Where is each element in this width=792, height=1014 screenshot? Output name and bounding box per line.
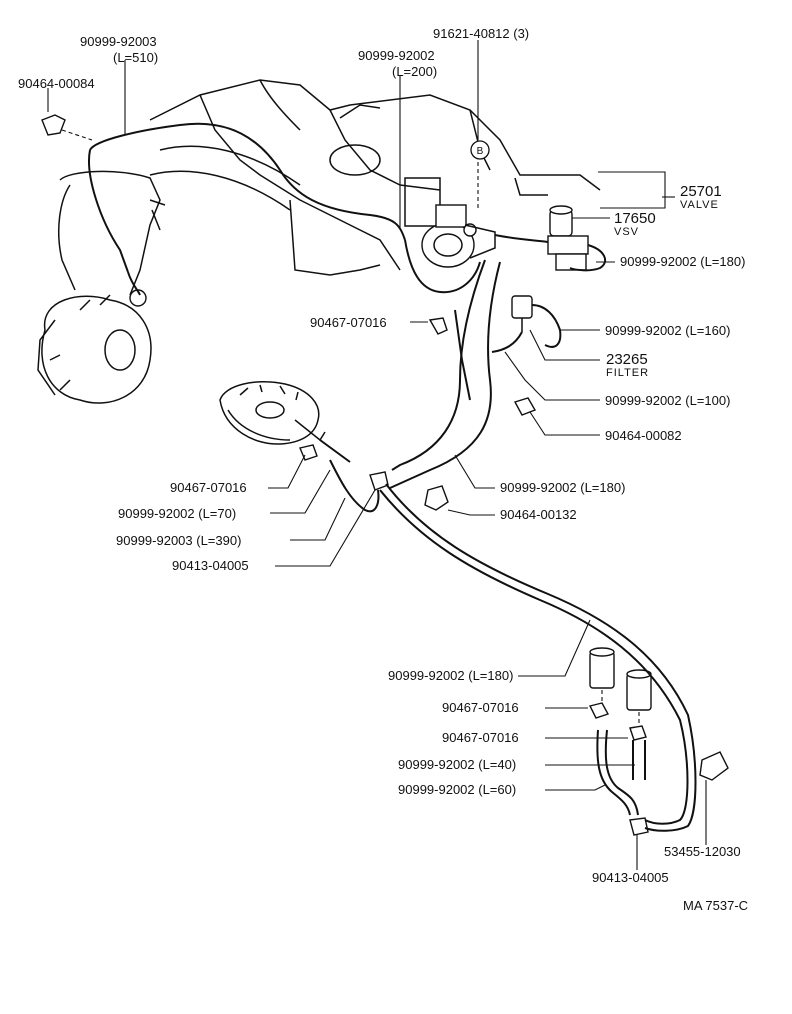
label-90464-00084: 90464-00084 — [18, 76, 95, 91]
valve-25701 — [421, 204, 496, 268]
label-90999-92003-l510: 90999-92003 — [80, 34, 157, 49]
alternator — [37, 289, 152, 404]
label-90999-92002-l180-a: 90999-92002 (L=180) — [620, 254, 745, 269]
label-90467-07016-c: 90467-07016 — [442, 700, 519, 715]
distributor — [219, 381, 326, 445]
label-53455-12030: 53455-12030 — [664, 844, 741, 859]
filter-23265 — [511, 295, 533, 332]
label-17650-name: VSV — [614, 226, 639, 238]
vsv-17650 — [547, 205, 589, 271]
clips-fittings — [41, 114, 729, 836]
label-17650: 17650 — [614, 210, 656, 227]
label-90999-92002-l200-length: (L=200) — [392, 64, 437, 79]
label-90467-07016-d: 90467-07016 — [442, 730, 519, 745]
air-intake-duct — [57, 170, 166, 296]
label-25701-name: VALVE — [680, 199, 719, 211]
label-90999-92002-l60: 90999-92002 (L=60) — [398, 782, 516, 797]
marker-b-circle — [470, 140, 490, 160]
label-91621-40812: 91621-40812 (3) — [433, 26, 529, 41]
label-90467-07016-a: 90467-07016 — [310, 315, 387, 330]
label-90999-92002-l70: 90999-92002 (L=70) — [118, 506, 236, 521]
engine-block — [149, 79, 601, 276]
label-23265-name: FILTER — [606, 367, 649, 379]
label-23265: 23265 — [606, 351, 648, 368]
label-90464-00082: 90464-00082 — [605, 428, 682, 443]
label-90999-92002-l200: 90999-92002 — [358, 48, 435, 63]
drawing-code: MA 7537-C — [683, 898, 748, 913]
label-marker-b: B — [477, 146, 484, 157]
label-90999-92002-l40: 90999-92002 (L=40) — [398, 757, 516, 772]
label-90999-92002-l160: 90999-92002 (L=160) — [605, 323, 730, 338]
label-90999-92002-l100: 90999-92002 (L=100) — [605, 393, 730, 408]
label-90999-92002-l180-c: 90999-92002 (L=180) — [388, 668, 513, 683]
label-90999-92003-l390: 90999-92003 (L=390) — [116, 533, 241, 548]
hose-routing — [88, 122, 697, 832]
lower-canisters — [589, 647, 652, 725]
label-90413-04005-b: 90413-04005 — [592, 870, 669, 885]
label-90413-04005-a: 90413-04005 — [172, 558, 249, 573]
leader-lines — [47, 40, 707, 870]
label-90467-07016-b: 90467-07016 — [170, 480, 247, 495]
label-90999-92003-l510-length: (L=510) — [113, 50, 158, 65]
part-labels: 90999-92003 (L=510) 90464-00084 90999-92… — [18, 26, 748, 913]
label-25701: 25701 — [680, 183, 722, 200]
label-90464-00132: 90464-00132 — [500, 507, 577, 522]
label-90999-92002-l180-b: 90999-92002 (L=180) — [500, 480, 625, 495]
